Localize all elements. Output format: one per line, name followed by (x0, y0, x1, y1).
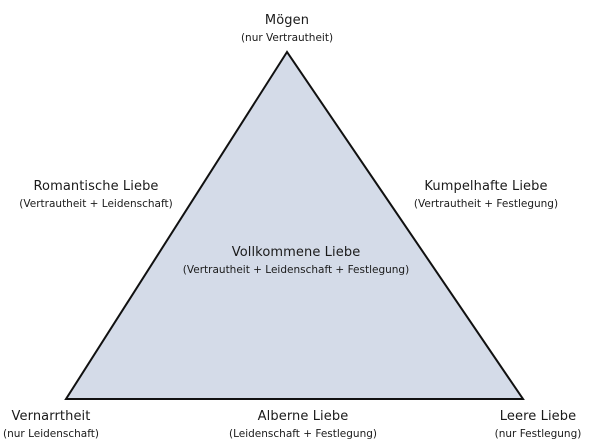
left-edge-label: Romantische Liebe (Vertrautheit + Leiden… (19, 180, 172, 210)
top-title: Mögen (264, 13, 310, 28)
bottom-right-title: Leere Liebe (499, 409, 577, 424)
vertex-bottom-right-label: Leere Liebe (nur Festlegung) (495, 410, 582, 440)
center-subtitle: (Vertrautheit + Leidenschaft + Festlegun… (182, 264, 410, 276)
bottom-title: Alberne Liebe (257, 409, 349, 424)
right-subtitle: (Vertrautheit + Festlegung) (413, 198, 559, 210)
bottom-left-title: Vernarrtheit (11, 409, 91, 424)
right-edge-label: Kumpelhafte Liebe (Vertrautheit + Festle… (414, 180, 558, 210)
top-subtitle: (nur Vertrautheit) (240, 32, 334, 44)
right-title: Kumpelhafte Liebe (424, 179, 548, 194)
left-title: Romantische Liebe (33, 179, 159, 194)
bottom-subtitle: (Leidenschaft + Festlegung) (229, 428, 377, 440)
vertex-top-label: Mögen (nur Vertrautheit) (241, 14, 333, 44)
center-title: Vollkommene Liebe (231, 245, 361, 260)
left-subtitle: (Vertrautheit + Leidenschaft) (19, 198, 173, 210)
vertex-bottom-left-label: Vernarrtheit (nur Leidenschaft) (3, 410, 99, 440)
center-label: Vollkommene Liebe (Vertrautheit + Leiden… (183, 246, 409, 276)
bottom-edge-label: Alberne Liebe (Leidenschaft + Festlegung… (229, 410, 377, 440)
bottom-right-subtitle: (nur Festlegung) (494, 428, 582, 440)
bottom-left-subtitle: (nur Leidenschaft) (3, 428, 99, 440)
triangle-polygon (64, 50, 525, 400)
